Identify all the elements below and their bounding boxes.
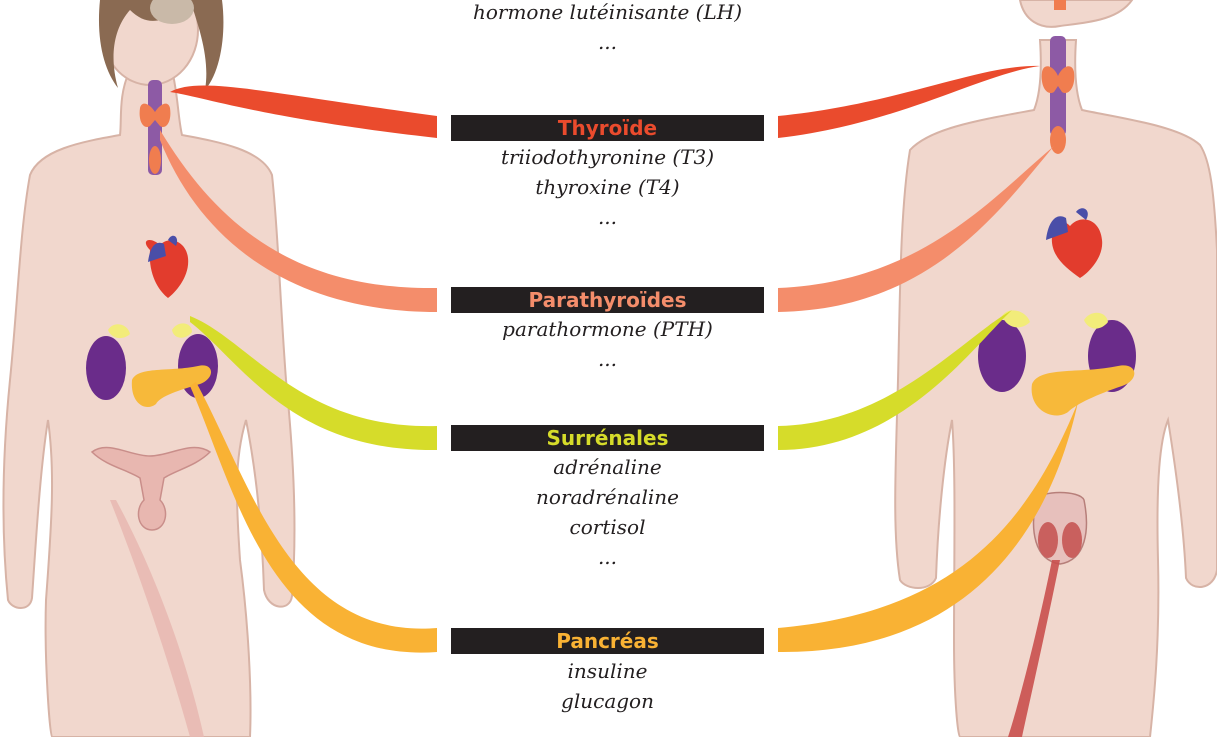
hormone-item: hormone lutéinisante (LH) xyxy=(472,0,742,24)
top-hormone-list: hormone lutéinisante (LH) ... xyxy=(451,0,764,57)
female-kidney-left xyxy=(86,336,126,400)
female-reproductive xyxy=(90,446,212,531)
hormone-item: glucagon xyxy=(561,689,654,713)
male-parathyroid xyxy=(1050,126,1066,154)
male-pancreas xyxy=(1031,365,1135,416)
gland-box-surrenales: Surrénales xyxy=(451,425,764,451)
hormone-item: ... xyxy=(597,30,618,54)
connector-left-bottom xyxy=(110,500,204,737)
hormone-item: parathormone (PTH) xyxy=(502,317,713,341)
connectors xyxy=(110,65,1078,737)
female-adrenal-right xyxy=(172,323,192,338)
male-testis-right xyxy=(1062,522,1082,558)
female-parathyroid xyxy=(149,146,161,174)
hormone-list-thyroide: triiodothyronine (T3) thyroxine (T4) ... xyxy=(451,142,764,232)
female-pancreas xyxy=(131,365,212,407)
connector-thyroid-left xyxy=(170,85,437,138)
male-brain-gland xyxy=(1054,0,1066,10)
female-thyroid xyxy=(139,103,171,128)
male-adrenal-left xyxy=(1002,310,1030,328)
male-head xyxy=(1018,0,1134,28)
female-adrenal-left xyxy=(108,324,130,339)
hormone-item: adrénaline xyxy=(553,455,662,479)
female-brain-gland xyxy=(150,0,194,24)
connector-parathyroid-left xyxy=(160,130,437,312)
male-adrenal-right xyxy=(1084,312,1108,329)
male-heart xyxy=(1049,219,1103,278)
connector-pancreas-right xyxy=(778,402,1078,653)
male-kidney-left xyxy=(978,320,1026,392)
female-figure xyxy=(2,0,296,737)
hormone-list-parathyroides: parathormone (PTH) ... xyxy=(451,314,764,374)
hormone-list-pancreas: insuline glucagon xyxy=(451,656,764,716)
hormone-item: insuline xyxy=(567,659,648,683)
gland-title: Pancréas xyxy=(556,629,659,653)
gland-title: Thyroïde xyxy=(557,116,658,140)
male-testis-left xyxy=(1038,522,1058,558)
hormone-item: ... xyxy=(597,545,618,569)
female-heart-vessels xyxy=(148,235,178,262)
connector-adrenal-right xyxy=(778,310,1012,450)
connector-adrenal-left xyxy=(190,316,437,451)
connector-right-bottom xyxy=(1008,560,1060,737)
hormone-item: ... xyxy=(597,347,618,371)
gland-box-thyroide: Thyroïde xyxy=(451,115,764,141)
gland-title: Parathyroïdes xyxy=(528,288,687,312)
gland-box-pancreas: Pancréas xyxy=(451,628,764,654)
hormone-item: noradrénaline xyxy=(536,485,679,509)
male-heart-vessels xyxy=(1046,208,1088,240)
male-thyroid xyxy=(1041,66,1075,94)
hormone-item: thyroxine (T4) xyxy=(535,175,680,199)
gland-title: Surrénales xyxy=(546,426,669,450)
gland-box-parathyroides: Parathyroïdes xyxy=(451,287,764,313)
connector-thyroid-right xyxy=(778,65,1040,138)
hormone-list-surrenales: adrénaline noradrénaline cortisol ... xyxy=(451,452,764,572)
connector-pancreas-left xyxy=(190,382,437,653)
hormone-item: triiodothyronine (T3) xyxy=(500,145,715,169)
connector-parathyroid-right xyxy=(778,146,1054,312)
hormone-item: ... xyxy=(597,205,618,229)
hormone-item: cortisol xyxy=(569,515,646,539)
